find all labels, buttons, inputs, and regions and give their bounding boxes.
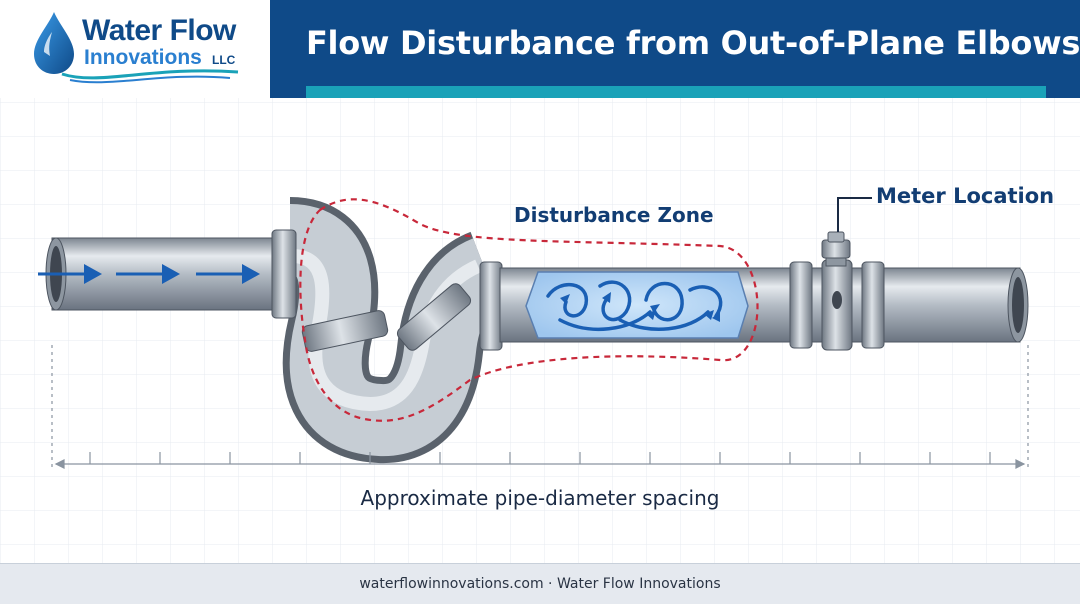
disturbance-zone-label: Disturbance Zone (514, 203, 714, 227)
title-accent-bar (306, 86, 1046, 98)
water-drop-icon (34, 12, 74, 74)
downstream-flange (479, 261, 503, 351)
pipe-diameter-scale (51, 345, 1029, 470)
meter-leader-line (837, 197, 872, 232)
swirl-cutaway (525, 271, 749, 339)
disturbance-zone-outline (299, 198, 759, 422)
swirl-arrow-icon (546, 280, 723, 332)
meter-location-label: Meter Location (876, 184, 1055, 208)
logo-suffix: LLC (212, 53, 236, 67)
logo-subname: Innovations (84, 46, 202, 69)
spacing-caption: Approximate pipe-diameter spacing (360, 486, 720, 510)
footer: waterflowinnovations.com · Water Flow In… (0, 563, 1080, 604)
inlet-flange (271, 229, 297, 319)
company-logo: Water Flow Innovations LLC (0, 0, 270, 98)
flow-arrow-icon (38, 264, 260, 284)
pipe-diagram (0, 98, 1080, 563)
footer-text[interactable]: waterflowinnovations.com · Water Flow In… (359, 576, 721, 592)
logo-name: Water Flow (82, 14, 236, 47)
flow-meter-icon (789, 231, 885, 351)
wave-icon (61, 69, 239, 84)
page-title: Flow Disturbance from Out-of-Plane Elbow… (306, 24, 1080, 62)
